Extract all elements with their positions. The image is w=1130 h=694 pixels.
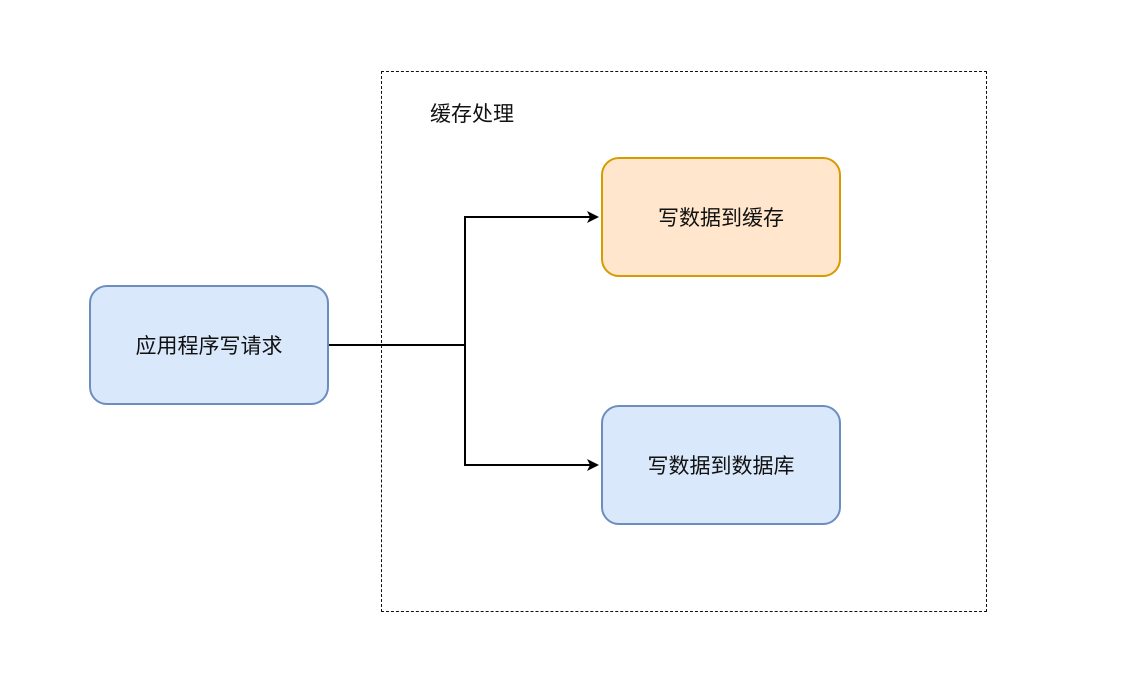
connector-app-to-db xyxy=(464,345,599,471)
write-database-node: 写数据到数据库 xyxy=(601,405,841,525)
write-cache-label: 写数据到缓存 xyxy=(658,206,784,230)
app-write-request-label: 应用程序写请求 xyxy=(135,334,283,358)
cache-processing-group xyxy=(381,71,987,612)
cache-processing-group-label: 缓存处理 xyxy=(430,102,514,126)
write-cache-node: 写数据到缓存 xyxy=(601,157,841,277)
write-database-label: 写数据到数据库 xyxy=(647,454,795,478)
app-write-request-node: 应用程序写请求 xyxy=(89,285,329,405)
connector-app-to-cache xyxy=(329,211,599,346)
